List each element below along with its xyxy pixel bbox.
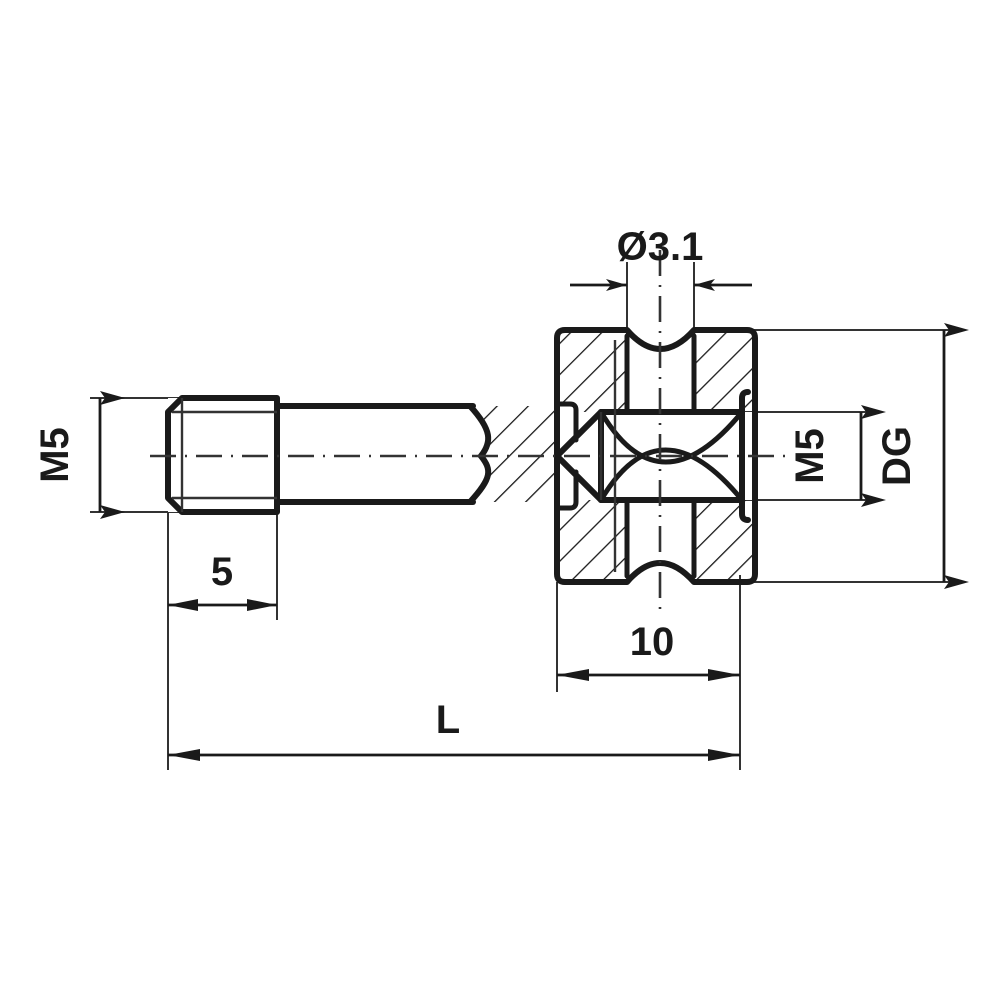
centre-lines xyxy=(150,250,790,610)
relief-groove-lower-radius xyxy=(739,497,751,523)
head-width-label: 10 xyxy=(630,620,675,664)
relief-groove-upper-radius xyxy=(739,389,751,415)
thread-right-label: M5 xyxy=(788,428,832,484)
head-outline xyxy=(554,327,758,585)
head-width-arrow-left xyxy=(557,669,589,681)
thread-left-label: M5 xyxy=(33,427,77,483)
fillet-upper xyxy=(467,403,492,459)
dimension-bore-diameter: Ø3.1 xyxy=(570,225,752,291)
shaft-plain-fill xyxy=(277,406,473,502)
dimension-thread-length: 5 xyxy=(168,550,277,611)
thread-length-arrow-right xyxy=(247,599,277,611)
thread-length-arrow-left xyxy=(168,599,198,611)
notch-lower-left xyxy=(554,469,579,511)
thread-length-label: 5 xyxy=(211,550,233,594)
head-diameter-label: DG xyxy=(875,426,919,486)
overall-length-arrow-right xyxy=(708,749,740,761)
notch-upper-left xyxy=(554,401,579,443)
head-width-arrow-right xyxy=(708,669,740,681)
bore-countersink-cone xyxy=(554,409,604,503)
dimension-head-width: 10 xyxy=(557,620,740,681)
dimension-thread-left: M5 xyxy=(33,391,125,519)
bore-diameter-label: Ø3.1 xyxy=(617,225,704,269)
overall-length-label: L xyxy=(436,698,460,742)
overall-length-arrow-left xyxy=(168,749,200,761)
dimension-head-diameter: DG xyxy=(875,323,969,589)
dimension-overall-length: L xyxy=(168,698,740,761)
dimension-thread-right: M5 xyxy=(788,405,886,507)
shaft-neck-section xyxy=(470,406,557,502)
fillet-lower xyxy=(467,453,492,505)
extension-lines xyxy=(90,262,963,770)
